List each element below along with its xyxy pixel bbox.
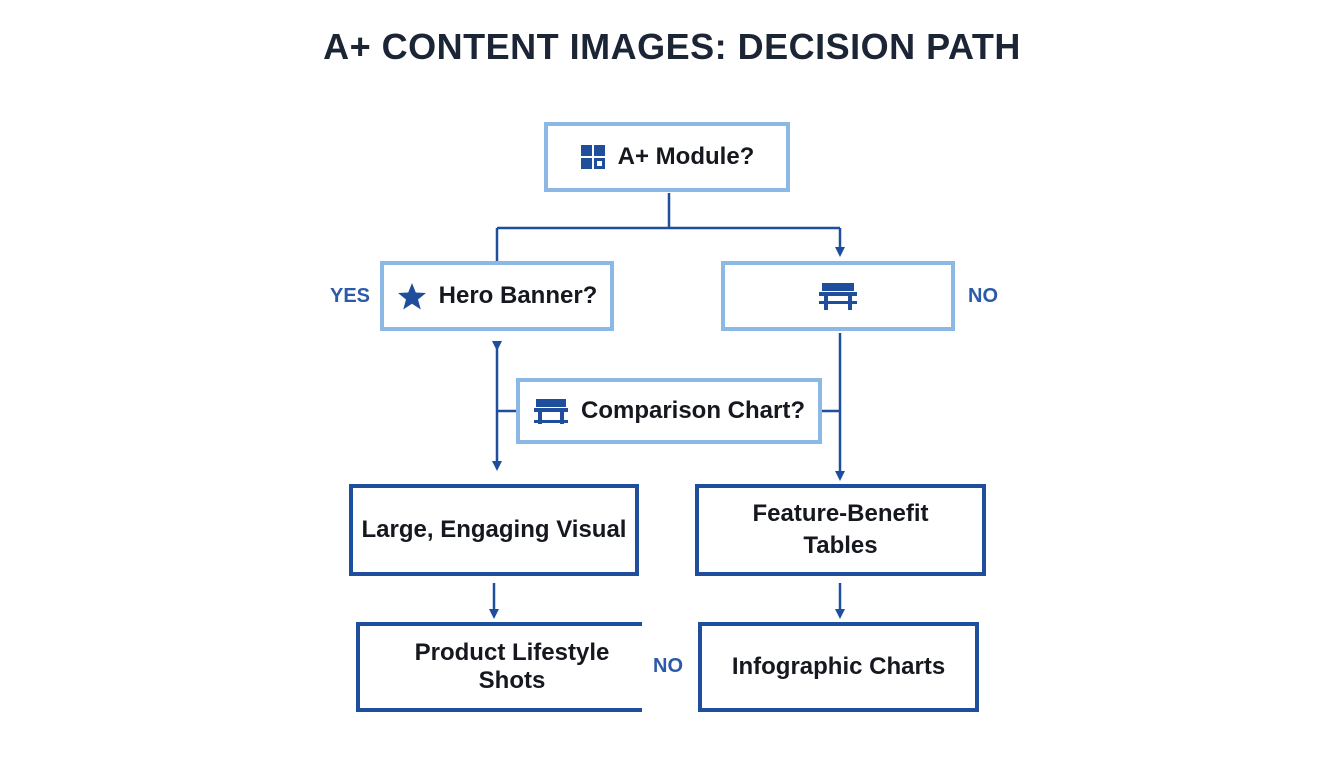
node-aplus-module-label: A+ Module? <box>617 143 755 170</box>
node-infographic-charts: Infographic Charts <box>698 622 979 712</box>
node-product-lifestyle-shots-label: Product Lifestyle Shots <box>414 639 610 694</box>
node-no-branch <box>721 261 955 331</box>
node-feature-benefit-line1: Feature-Benefit <box>752 500 929 527</box>
node-large-engaging-visual: Large, Engaging Visual <box>349 484 639 576</box>
table-icon <box>818 281 858 311</box>
node-comparison-chart: Comparison Chart? <box>516 378 822 444</box>
node-hero-banner: Hero Banner? <box>380 261 614 331</box>
node-large-engaging-visual-label: Large, Engaging Visual <box>361 516 627 543</box>
node-infographic-charts-label: Infographic Charts <box>731 653 946 680</box>
grid-icon <box>580 144 606 170</box>
node-aplus-module: A+ Module? <box>544 122 790 192</box>
label-yes: YES <box>330 285 371 307</box>
node-hero-banner-label: Hero Banner? <box>438 282 598 309</box>
label-no-bottom: NO <box>653 655 683 677</box>
node-comparison-chart-label: Comparison Chart? <box>580 397 805 424</box>
table-icon <box>533 397 569 425</box>
star-icon <box>397 282 427 310</box>
page-title: A+ CONTENT IMAGES: DECISION PATH <box>323 26 1021 67</box>
node-feature-benefit-line2: Tables <box>803 532 878 559</box>
label-no-right: NO <box>968 285 998 307</box>
node-feature-benefit-tables: Feature-Benefit Tables <box>695 484 986 576</box>
node-product-lifestyle-shots: Product Lifestyle Shots <box>356 622 642 712</box>
